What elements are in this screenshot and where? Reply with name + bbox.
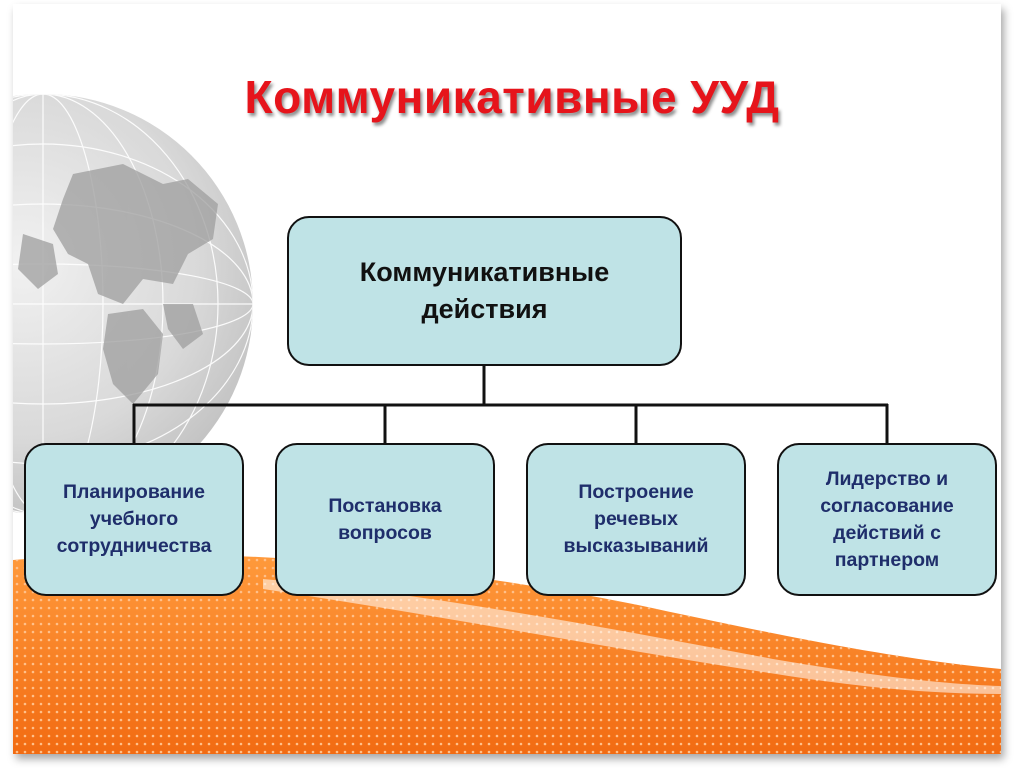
orange-band-decoration [13, 554, 1001, 754]
slide-background [13, 94, 1001, 754]
node-child-planning: Планирование учебного сотрудничества [24, 443, 244, 596]
node-child-label: Лидерство и согласование действий с парт… [820, 467, 954, 571]
node-root: Коммуникативные действия [287, 216, 682, 366]
node-child-questions: Постановка вопросов [275, 443, 495, 596]
node-child-label: Построение речевых высказываний [563, 481, 709, 557]
node-child-speech: Построение речевых высказываний [526, 443, 746, 596]
node-child-label: Планирование учебного сотрудничества [56, 481, 212, 557]
node-root-label: Коммуникативные действия [359, 257, 610, 324]
node-child-leadership: Лидерство и согласование действий с парт… [777, 443, 997, 596]
node-child-label: Постановка вопросов [328, 494, 442, 544]
globe-decoration [13, 94, 253, 514]
slide-title: Коммуникативные УУД [244, 71, 780, 123]
slide [13, 4, 1001, 754]
